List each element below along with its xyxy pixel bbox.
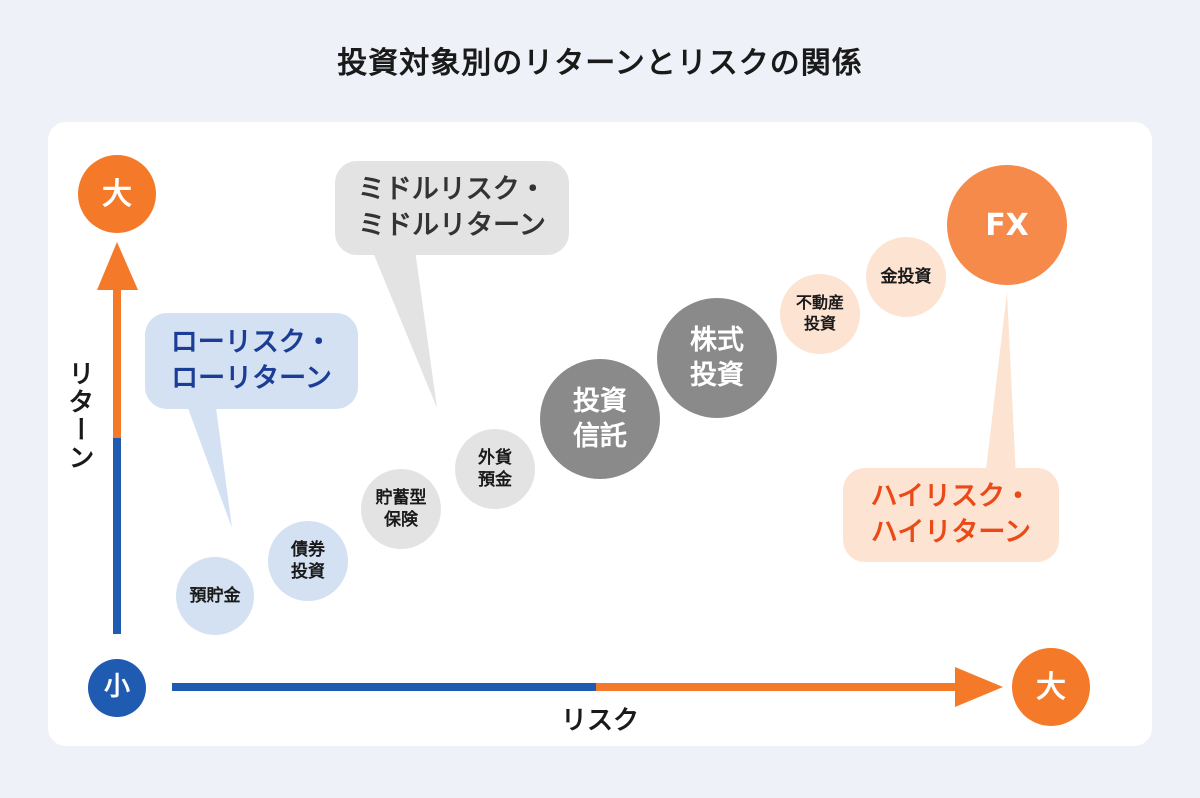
y-axis-label: リターン [64, 360, 94, 472]
middle-risk-callout-text: ミドルリスク・ ミドルリターン [357, 173, 547, 241]
y-axis-low-segment [113, 438, 121, 634]
middle-callout-tail [372, 250, 437, 408]
asset-savings: 預貯金 [176, 557, 254, 635]
origin-badge: 小 [88, 659, 146, 717]
high-risk-callout: ハイリスク・ ハイリターン [843, 468, 1059, 562]
asset-fx-label: FX [985, 207, 1029, 243]
x-axis-low-segment [172, 683, 596, 691]
x-axis-high-segment [596, 683, 960, 691]
low-risk-callout-text: ローリスク・ ローリターン [170, 326, 333, 394]
high-risk-callout-text: ハイリスク・ ハイリターン [870, 480, 1032, 548]
asset-savings-insurance-label: 貯蓄型 保険 [375, 487, 427, 530]
page-title: 投資対象別のリターンとリスクの関係 [337, 46, 863, 81]
asset-bonds: 債券 投資 [268, 521, 348, 601]
high-callout-tail [985, 292, 1016, 478]
low-risk-callout: ローリスク・ ローリターン [145, 313, 358, 409]
x-axis-arrowhead [955, 667, 1003, 707]
asset-real-estate: 不動産 投資 [780, 274, 860, 354]
asset-bonds-label: 債券 投資 [291, 539, 325, 582]
y-axis-high-segment [113, 286, 121, 438]
asset-real-estate-label: 不動産 投資 [795, 293, 844, 333]
y-top-badge: 大 [78, 155, 156, 233]
asset-stocks: 株式 投資 [657, 298, 777, 418]
asset-gold: 金投資 [866, 237, 946, 317]
asset-fx: FX [947, 165, 1067, 285]
middle-risk-callout: ミドルリスク・ ミドルリターン [335, 161, 569, 255]
asset-foreign-deposit: 外貨 預金 [455, 429, 535, 509]
x-axis-label: リスク [560, 706, 639, 736]
low-callout-tail [185, 400, 232, 528]
asset-savings-label: 預貯金 [189, 585, 241, 606]
asset-investment-trust: 投資 信託 [540, 359, 660, 479]
asset-savings-insurance: 貯蓄型 保険 [361, 469, 441, 549]
asset-investment-trust-label: 投資 信託 [573, 385, 627, 452]
asset-gold-label: 金投資 [880, 266, 932, 287]
asset-foreign-deposit-label: 外貨 預金 [478, 447, 512, 490]
asset-stocks-label: 株式 投資 [690, 324, 744, 391]
y-axis-arrowhead [97, 242, 138, 290]
x-right-badge: 大 [1012, 648, 1090, 726]
